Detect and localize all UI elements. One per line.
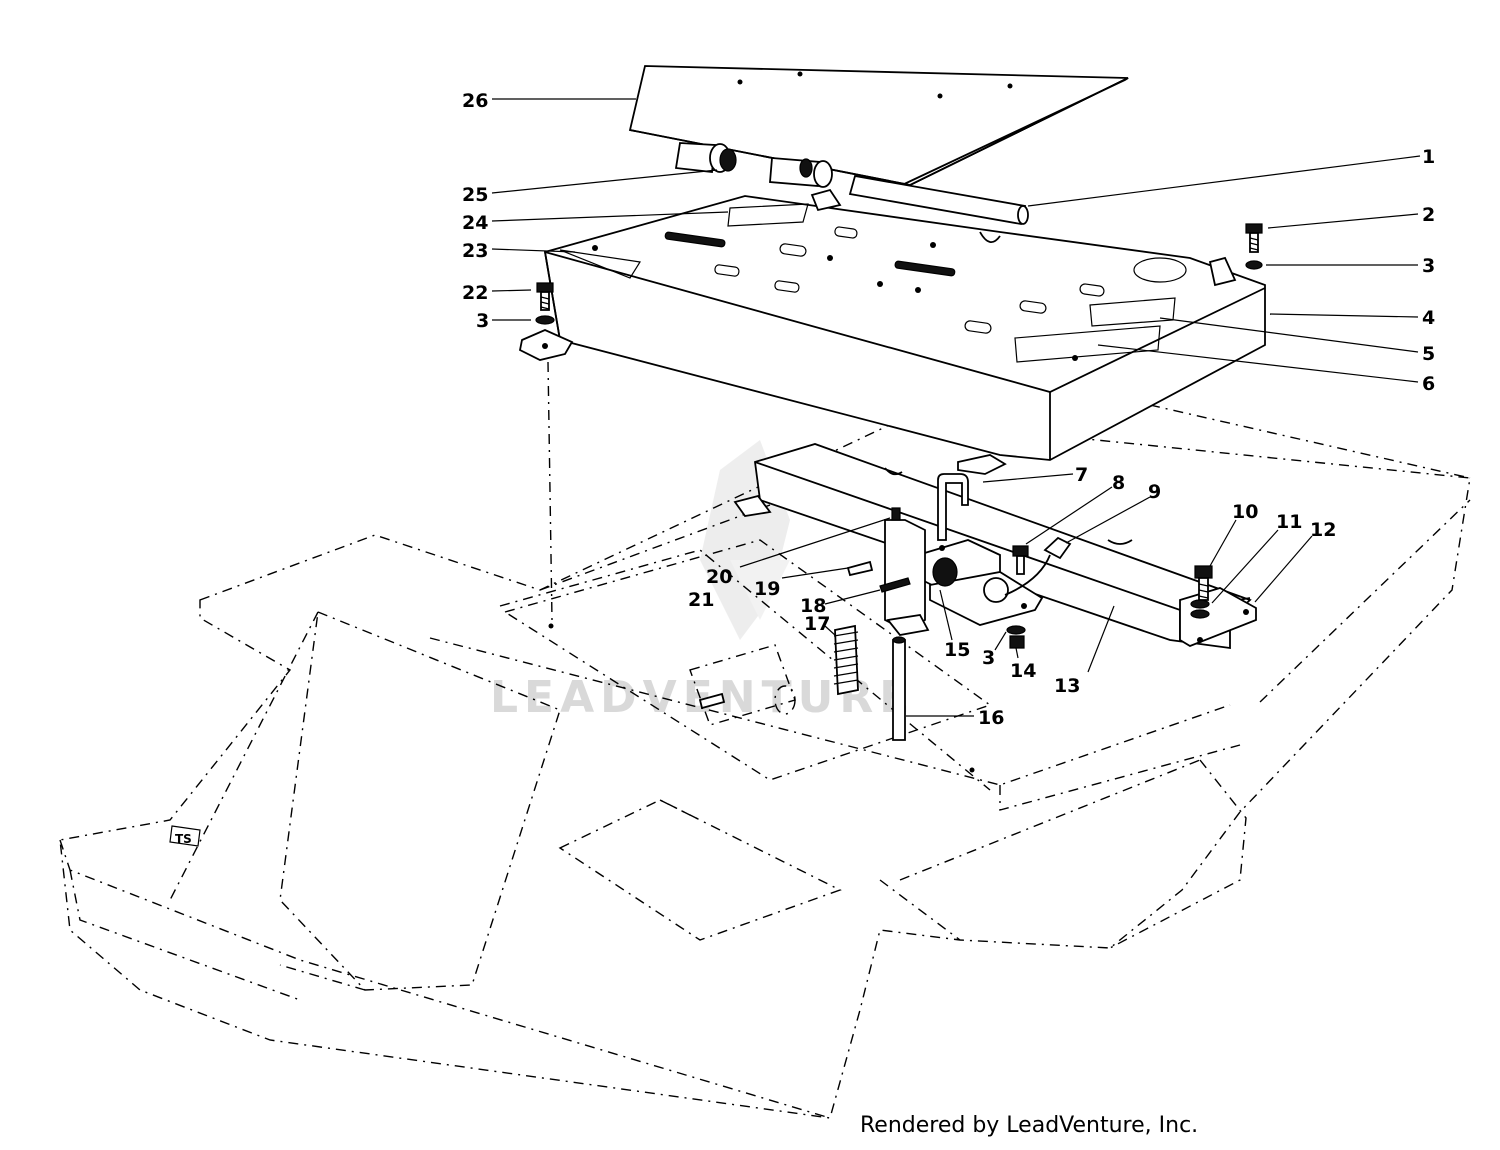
callout-14: 14 [1010, 660, 1036, 682]
callout-26: 26 [462, 90, 488, 112]
callout-22: 22 [462, 282, 488, 304]
callout-3-top-right: 3 [1422, 255, 1435, 277]
spring-17 [833, 624, 859, 696]
bolt-2 [1245, 223, 1263, 270]
bolt-22 [535, 282, 555, 325]
seat-switch-assembly [917, 539, 1044, 626]
callout-16: 16 [978, 707, 1004, 729]
callout-10: 10 [1232, 501, 1258, 523]
pin-18 [879, 577, 911, 593]
seat-hinges [674, 142, 833, 188]
callout-9: 9 [1148, 481, 1161, 503]
bolt-8 [1012, 545, 1029, 575]
callout-4: 4 [1422, 307, 1435, 329]
callout-3-center: 3 [982, 647, 995, 669]
hinge-rod [848, 174, 1029, 226]
callout-8: 8 [1112, 472, 1125, 494]
wire-connector-9 [1004, 536, 1072, 596]
pin-19 [846, 560, 874, 577]
callout-23: 23 [462, 240, 488, 262]
callout-7: 7 [1075, 464, 1088, 486]
callout-20: 20 [706, 566, 732, 588]
svg-text:TS: TS [175, 832, 192, 846]
callout-24: 24 [462, 212, 488, 234]
callout-17: 17 [804, 613, 830, 635]
callout-5: 5 [1422, 343, 1435, 365]
callout-1: 1 [1422, 146, 1435, 168]
pivot-bracket [884, 507, 930, 741]
callout-3-left: 3 [476, 310, 489, 332]
callout-11: 11 [1276, 511, 1302, 533]
callout-6: 6 [1422, 373, 1435, 395]
pivot-tube-21 [689, 644, 796, 726]
leader-lines [491, 98, 1421, 717]
callout-12: 12 [1310, 519, 1336, 541]
callout-13: 13 [1054, 675, 1080, 697]
callout-15: 15 [944, 639, 970, 661]
nut-14 [1006, 625, 1026, 649]
callout-labels: 26 1 2 3 4 5 6 25 24 23 22 3 7 8 9 10 11… [462, 90, 1435, 729]
callout-19: 19 [754, 578, 780, 600]
seat-support-panel [518, 188, 1266, 475]
safety-rod-7 [937, 473, 969, 541]
render-credit: Rendered by LeadVenture, Inc. [860, 1113, 1199, 1138]
small-decal-front: TS [169, 825, 201, 847]
callout-21: 21 [688, 589, 714, 611]
callout-2: 2 [1422, 204, 1435, 226]
callout-18: 18 [800, 595, 826, 617]
bolt-10 [1190, 565, 1213, 619]
callout-25: 25 [462, 184, 488, 206]
